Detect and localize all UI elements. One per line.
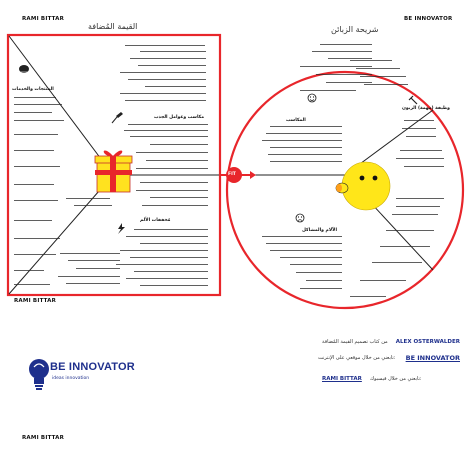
credit-line-3-text: تابعني من خلال فيسبوك:	[369, 376, 422, 382]
gains-heading: المكاسب	[286, 118, 306, 123]
credit-line-2: BE INNOVATOR	[318, 345, 460, 364]
pains-frown-icon	[295, 213, 305, 223]
fit-circle	[226, 167, 242, 183]
pain-relievers-heading: مُخففات الألم	[140, 218, 171, 223]
jobs-heading: وظيفة (مهمة) الزبون	[402, 106, 450, 111]
value-map-title: القيمة المُضافة	[88, 22, 138, 31]
credit-line-3: RAMI BITTAR تابعني من خلال فيسبوك:	[322, 365, 462, 384]
left-footer-author: RAMI BITTAR	[14, 298, 57, 304]
fit-arrowhead	[250, 171, 256, 179]
credit-line-1-author: ALEX OSTERWALDER	[395, 339, 460, 345]
fit-label: FIT	[228, 172, 236, 177]
be-innovator-logo: BE INNOVATOR ideas innovation	[26, 357, 146, 397]
bottom-footer-author: RAMI BITTAR	[22, 435, 65, 441]
jobs-wrench-icon	[408, 95, 418, 105]
pains-heading: الآلام والمشاكل	[302, 228, 338, 233]
value-map-divider-lower	[8, 174, 114, 295]
gift-box-icon	[94, 150, 133, 193]
left-author-header: RAMI BITTAR	[22, 16, 65, 22]
logo-tagline: ideas innovation	[52, 376, 90, 381]
gain-creators-heading: مكاسب وعوامل الجذب	[154, 115, 205, 120]
credit-line-1: من كتاب تصميم القيمة المُضافة ALEX OSTER…	[310, 328, 460, 347]
logo-wordmark: BE INNOVATOR	[50, 361, 135, 373]
pill-icon	[19, 65, 29, 73]
lightning-icon	[118, 223, 125, 234]
gains-smiley-icon	[307, 93, 317, 103]
products-services-heading: المنتجات والخدمات	[12, 87, 54, 92]
value-map-square	[6, 33, 222, 297]
customer-profile-circle	[225, 70, 465, 310]
credit-line-3-name[interactable]: RAMI BITTAR	[322, 376, 362, 382]
customer-profile-title: شريحة الزبائن	[331, 25, 379, 34]
credit-line-1-text: من كتاب تصميم القيمة المُضافة	[322, 339, 388, 345]
customer-face-icon	[335, 161, 391, 211]
right-brand-header: BE INNOVATOR	[404, 16, 453, 22]
lightbulb-logo-icon	[29, 359, 49, 390]
value-map-divider-upper	[8, 35, 114, 176]
credit-line-2-brand[interactable]: BE INNOVATOR	[405, 354, 460, 362]
credit-line-2-text: تابعني من خلال موقعي على الإنترنت:	[318, 355, 396, 361]
hammer-icon	[111, 112, 123, 124]
